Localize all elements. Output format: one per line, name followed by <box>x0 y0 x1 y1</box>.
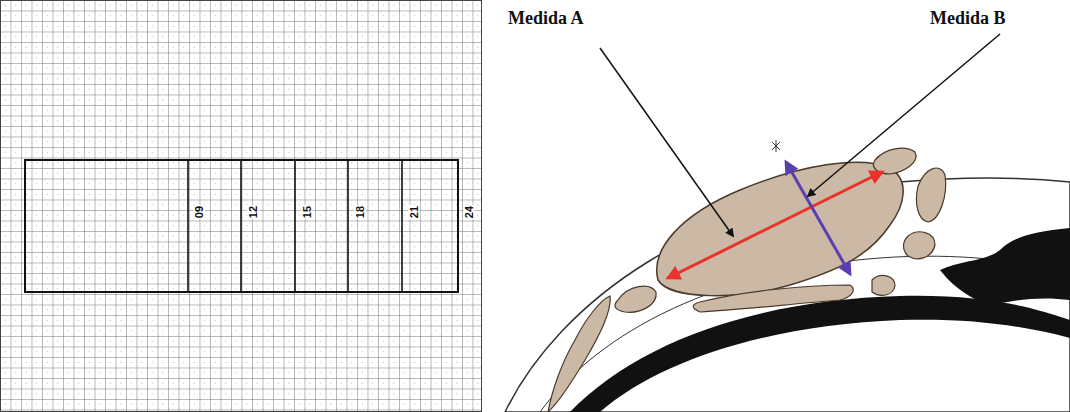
measure-a-arrow <box>668 172 882 278</box>
scale-number: 15 <box>301 205 313 219</box>
orbit-section <box>505 140 1070 412</box>
scale-number: 09 <box>193 205 205 219</box>
scale-number: 24 <box>463 205 475 219</box>
measure-b-arrow <box>786 162 850 274</box>
scale-number: 12 <box>247 205 259 219</box>
measure-label: Medida A <box>508 8 584 29</box>
grid-paper <box>0 0 482 412</box>
scale-number: 18 <box>354 205 366 219</box>
leader-line <box>808 34 1000 196</box>
scale-number: 21 <box>408 205 420 219</box>
measure-label: Medida B <box>930 8 1006 29</box>
leader-line <box>600 48 733 236</box>
